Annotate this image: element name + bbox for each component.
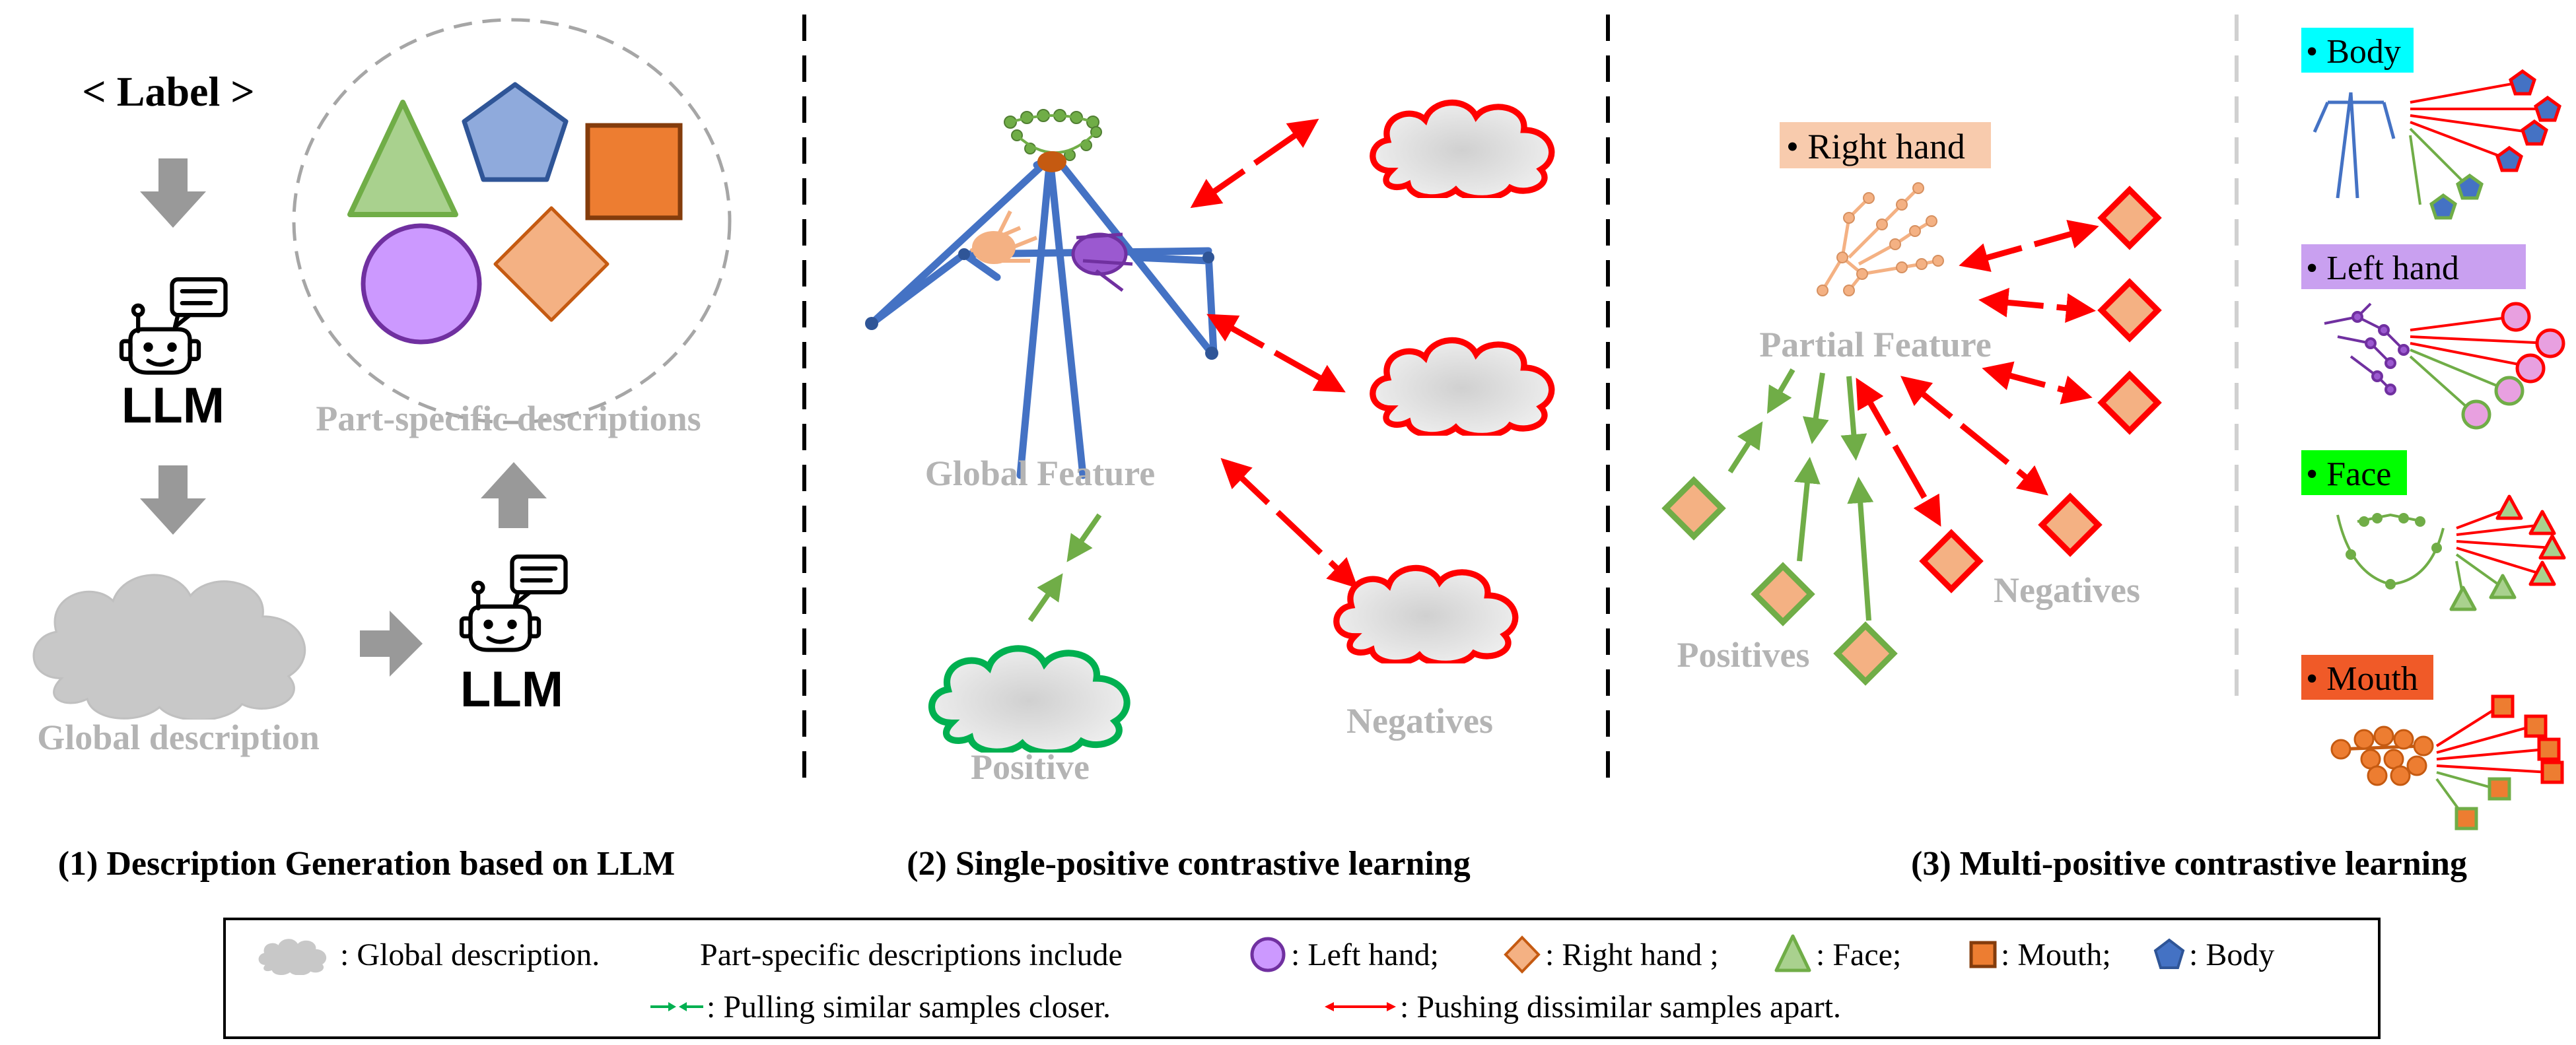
legend-right-hand: : Right hand ;	[1545, 937, 1719, 972]
part-specific-ellipse	[292, 18, 732, 424]
caption-3: (3) Multi-positive contrastive learning	[1911, 845, 2467, 883]
left-hand-tag	[2301, 244, 2526, 289]
side-column: • Body • Left hand	[2301, 28, 2566, 830]
negative-cloud-3	[1337, 568, 1515, 663]
global-description-label: Global description	[37, 718, 320, 757]
legend-face-icon	[1774, 934, 1811, 972]
panel-description-generation: < Label > LLM Global description LLM Par…	[32, 18, 732, 883]
caption-1: (1) Description Generation based on LLM	[58, 845, 676, 883]
right-hand-skeleton	[1817, 182, 1944, 296]
panel-single-positive: Global Feature Positive Negatives (2) Si…	[865, 102, 1552, 883]
legend-push: : Pushing dissimilar samples apart.	[1400, 990, 1841, 1025]
positive-label: Positive	[971, 747, 1090, 787]
left-hand-mini-skeleton	[2324, 302, 2410, 395]
legend: : Global description. Part-specific desc…	[223, 918, 2381, 1039]
negatives-label-3: Negatives	[1994, 570, 2140, 610]
negative-cloud-2	[1373, 340, 1552, 436]
legend-pull-arrows-icon	[650, 1002, 703, 1011]
legend-push-arrows-icon	[1325, 1002, 1396, 1011]
mouth-links	[2435, 705, 2550, 817]
face-triangle	[347, 100, 458, 217]
llm-icon-1	[122, 279, 226, 372]
legend-left-hand: : Left hand;	[1291, 937, 1439, 972]
body-links	[2409, 81, 2542, 205]
body-tag	[2301, 28, 2414, 73]
positive-diamonds	[1661, 476, 1898, 686]
positives-label: Positives	[1677, 635, 1810, 675]
negative-cloud-1	[1373, 102, 1552, 198]
mouth-mini-skeleton	[2330, 725, 2434, 786]
skeleton-global	[865, 109, 1218, 479]
body-pentagon	[462, 82, 569, 182]
legend-global-desc: : Global description.	[340, 937, 600, 972]
global-description-cloud	[32, 574, 306, 720]
push-arrows-single	[1190, 118, 1358, 589]
legend-box	[223, 918, 2381, 1039]
part-specific-label: Part-specific descriptions	[316, 399, 701, 438]
left-hand-circle	[361, 223, 482, 345]
face-tag	[2301, 450, 2407, 495]
legend-right-hand-icon	[1504, 935, 1541, 974]
label-title: < Label >	[82, 68, 254, 115]
caption-2: (2) Single-positive contrastive learning	[907, 845, 1471, 883]
body-label: • Body	[2306, 33, 2401, 71]
global-feature-label: Global Feature	[925, 454, 1155, 493]
up-arrow	[481, 462, 547, 528]
face-mini-skeleton	[2336, 513, 2445, 590]
down-arrow-1	[140, 158, 206, 228]
negatives-label-2: Negatives	[1346, 701, 1493, 741]
negative-diamonds	[1919, 185, 2162, 593]
right-hand-tag	[1780, 122, 1991, 168]
left-hand-label: • Left hand	[2306, 250, 2459, 287]
right-arrow	[360, 611, 423, 677]
legend-pull: : Pulling similar samples closer.	[707, 990, 1111, 1025]
legend-left-hand-icon	[1250, 937, 1286, 972]
legend-face: : Face;	[1816, 937, 1901, 972]
llm-icon-2	[462, 556, 566, 650]
llm-text-1: LLM	[122, 378, 225, 434]
pull-arrows-single	[1027, 513, 1102, 623]
mouth-label: • Mouth	[2306, 660, 2418, 698]
face-label: • Face	[2306, 455, 2391, 493]
push-arrows-multi	[1856, 220, 2099, 527]
llm-text-2: LLM	[460, 661, 563, 718]
mouth-square	[585, 123, 683, 220]
legend-body-icon	[2153, 938, 2185, 969]
legend-body: : Body	[2189, 937, 2274, 972]
left-hand-links	[2409, 316, 2550, 414]
down-arrow-2	[140, 465, 206, 535]
right-hand-diamond	[493, 206, 609, 322]
legend-mouth-icon	[1969, 941, 1997, 968]
pull-arrows-multi	[1727, 368, 1874, 621]
right-hand-label: • Right hand	[1786, 127, 1965, 166]
legend-part-specific-include: Part-specific descriptions include	[700, 937, 1123, 972]
partial-feature-label: Partial Feature	[1759, 325, 1991, 364]
legend-mouth: : Mouth;	[2001, 937, 2111, 972]
panel-multi-positive: • Right hand Partial Feature	[1661, 122, 2467, 883]
mouth-tag	[2301, 655, 2433, 700]
positive-cloud	[932, 648, 1127, 753]
body-mini-skeleton	[2313, 92, 2396, 199]
